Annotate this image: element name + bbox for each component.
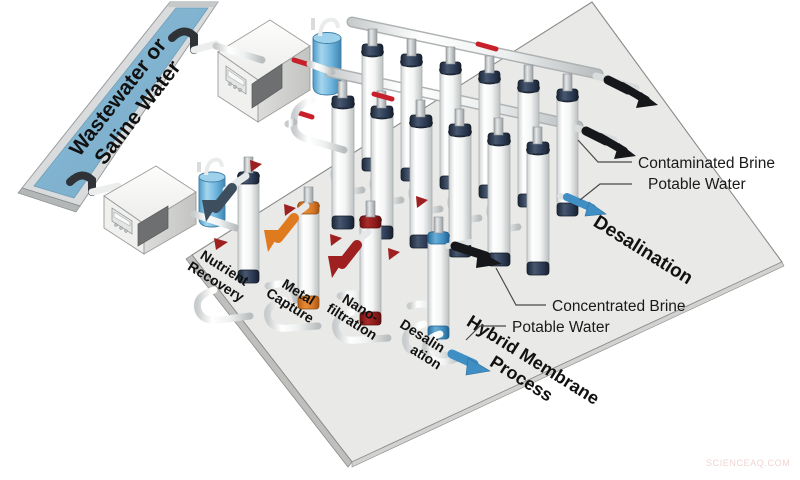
flow-arrows-red — [214, 160, 428, 260]
manifold-valves[interactable] — [291, 41, 499, 120]
control-screen-upper — [251, 63, 283, 109]
membrane-module — [487, 117, 511, 267]
control-panel-display-upper[interactable] — [225, 65, 247, 95]
membrane-array-upper — [291, 16, 604, 276]
valve-marker — [475, 41, 499, 52]
stage-arrow-nutrient-recovery — [202, 172, 250, 222]
membrane-module — [409, 99, 433, 249]
outlet-arrow-black-2 — [572, 124, 636, 159]
base-platform — [185, 1, 785, 468]
membrane-module — [331, 80, 355, 230]
process-train-piping — [190, 210, 460, 360]
control-box-upper[interactable] — [217, 19, 311, 123]
callout-line2: Potable Water — [512, 319, 610, 336]
callout-line2: Potable Water — [648, 176, 746, 193]
intake-hook-lower — [66, 171, 122, 196]
control-screen-lower — [137, 205, 169, 247]
control-panel-display-lower[interactable] — [111, 207, 133, 235]
callout-line1: Contaminated Brine — [638, 155, 775, 172]
blue-tank-upper — [311, 17, 342, 96]
callout-contaminated-brine: Contaminated Brine Potable Water — [577, 139, 775, 201]
intake-hook-upper — [168, 27, 220, 54]
watermark: SCIENCEAQ.COM — [706, 458, 790, 468]
stage-arrow-metal-capture — [264, 202, 310, 252]
callout-concentrated-brine: Concentrated Brine Potable Water — [465, 267, 686, 341]
feed-piping-upper — [212, 42, 348, 154]
stage-module-nanofiltration — [359, 200, 382, 326]
callout-line1: Concentrated Brine — [552, 298, 686, 315]
control-box-lower[interactable] — [103, 165, 197, 255]
wastewater-source-panel: Wastewater or Saline Water — [17, 1, 220, 213]
valve-marker — [371, 91, 395, 102]
outlet-arrow-blue-2 — [421, 330, 491, 376]
outlet-arrow-black-1 — [592, 72, 658, 108]
membrane-module — [526, 126, 550, 276]
membrane-module — [556, 73, 579, 217]
membrane-module — [448, 108, 472, 258]
stage-module-desalination — [427, 216, 450, 340]
outlet-arrow-blue-1 — [557, 193, 607, 217]
outlet-arrow-black-3 — [445, 239, 502, 268]
membrane-row-front — [331, 80, 550, 276]
stage-arrow-nanofiltration — [328, 228, 372, 278]
